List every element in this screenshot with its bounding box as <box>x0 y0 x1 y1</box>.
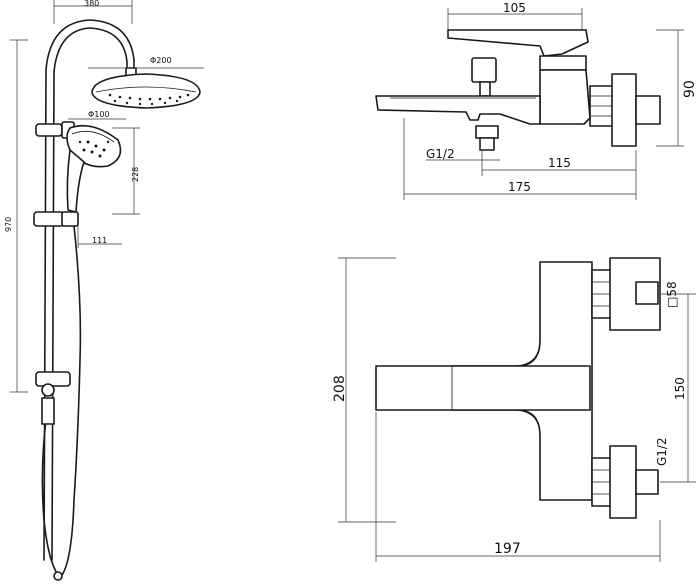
dim-top-width: 380 <box>53 0 133 24</box>
diverter-valve <box>35 371 71 581</box>
side-spout <box>375 95 541 125</box>
shower-head: Φ200 <box>88 56 204 109</box>
riser-pipe <box>43 19 135 561</box>
nut-size-label: □58 <box>665 281 679 308</box>
shower-hose <box>61 225 82 576</box>
hand-diameter-label: Φ100 <box>88 110 110 119</box>
dim-outlet-offset: 115 <box>481 150 637 200</box>
side-wall-connector <box>589 73 661 147</box>
top-upper-connector: □58 <box>591 257 679 331</box>
depth-label: 208 <box>332 375 348 402</box>
top-spout <box>375 365 591 411</box>
dim-height: 90 <box>656 29 698 147</box>
dim-width: 197 <box>375 412 661 562</box>
dim-depth: 208 <box>332 257 396 523</box>
dim-total-length: 175 <box>403 118 636 200</box>
hand-shower: Φ100 <box>66 110 126 213</box>
side-thread-label: G1/2 <box>426 147 455 161</box>
dim-center-distance: 150 <box>660 293 696 483</box>
hand-drop-label: 228 <box>131 167 140 182</box>
side-body <box>539 69 591 125</box>
shower-column-drawing: 380 970 <box>4 0 204 581</box>
dim-hand-drop: 228 <box>112 127 140 215</box>
side-outlet-stub <box>475 125 499 151</box>
width-label: 197 <box>494 541 521 557</box>
top-length-label: 105 <box>503 1 526 15</box>
head-nozzles <box>108 93 190 106</box>
head-diameter-label: Φ200 <box>150 56 172 65</box>
hand-offset-label: 111 <box>92 236 107 245</box>
center-distance-label: 150 <box>673 377 687 400</box>
top-thread-label: G1/2 <box>655 437 669 466</box>
slide-bracket: 111 <box>33 211 122 248</box>
mixer-side-view: 105 <box>375 1 698 200</box>
dim-total-height-label: 970 <box>4 217 13 232</box>
hand-nozzles <box>78 140 110 158</box>
height-label: 90 <box>682 80 698 98</box>
dim-total-height: 970 <box>4 39 28 393</box>
mixer-top-view: 208 □58 G1/2 <box>332 257 696 562</box>
outlet-offset-label: 115 <box>548 156 571 170</box>
top-lower-connector: G1/2 <box>591 437 669 519</box>
side-diverter-knob <box>471 57 497 97</box>
dim-top-width-label: 380 <box>84 0 99 8</box>
side-lever <box>447 29 589 57</box>
total-length-label: 175 <box>508 180 531 194</box>
